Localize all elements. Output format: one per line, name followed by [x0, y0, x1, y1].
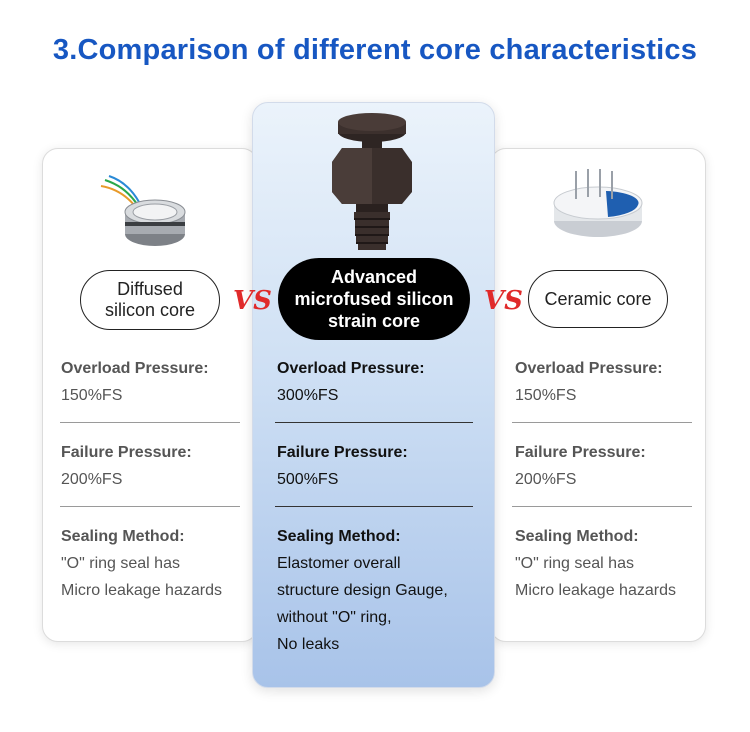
sealing-method-line: "O" ring seal has	[61, 555, 180, 572]
failure-pressure-value: 500%FS	[277, 471, 339, 488]
vs-icon-left: VS	[231, 283, 271, 315]
sealing-method-label: Sealing Method:	[515, 528, 639, 545]
sealing-method-label: Sealing Method:	[277, 528, 401, 545]
divider	[60, 506, 240, 507]
sealing-method-label: Sealing Method:	[61, 528, 185, 545]
microfused-core-image	[322, 110, 422, 252]
diffused-silicon-core-label: Diffused silicon core	[80, 270, 220, 330]
divider	[275, 422, 473, 423]
overload-pressure-value: 150%FS	[515, 387, 577, 404]
failure-pressure-label: Failure Pressure:	[277, 444, 408, 461]
ceramic-core-label: Ceramic core	[528, 270, 668, 328]
sealing-method-line: No leaks	[277, 636, 340, 653]
sealing-method-line: Elastomer overall	[277, 555, 401, 572]
overload-pressure-value: 150%FS	[61, 387, 123, 404]
overload-pressure-label: Overload Pressure:	[515, 360, 663, 377]
microfused-silicon-core-label: Advanced microfused silicon strain core	[278, 258, 470, 340]
sealing-method-line: Micro leakage hazards	[61, 582, 222, 599]
vs-icon-right: VS	[482, 283, 522, 315]
diffused-silicon-sensor-image	[95, 172, 195, 254]
svg-text:VS: VS	[484, 286, 522, 315]
failure-pressure-value: 200%FS	[61, 471, 123, 488]
divider	[275, 506, 473, 507]
failure-pressure-label: Failure Pressure:	[515, 444, 646, 461]
sealing-method-line: "O" ring seal has	[515, 555, 634, 572]
failure-pressure-label: Failure Pressure:	[61, 444, 192, 461]
overload-pressure-label: Overload Pressure:	[277, 360, 425, 377]
divider	[60, 422, 240, 423]
ceramic-core-image	[548, 165, 648, 243]
divider	[512, 422, 692, 423]
sealing-method-line: structure design Gauge,	[277, 582, 448, 599]
sealing-method-line: Micro leakage hazards	[515, 582, 676, 599]
page-title: 3.Comparison of different core character…	[52, 34, 698, 66]
overload-pressure-value: 300%FS	[277, 387, 339, 404]
svg-text:VS: VS	[233, 286, 271, 315]
divider	[512, 506, 692, 507]
sealing-method-line: without "O" ring,	[277, 609, 392, 626]
failure-pressure-value: 200%FS	[515, 471, 577, 488]
overload-pressure-label: Overload Pressure:	[61, 360, 209, 377]
